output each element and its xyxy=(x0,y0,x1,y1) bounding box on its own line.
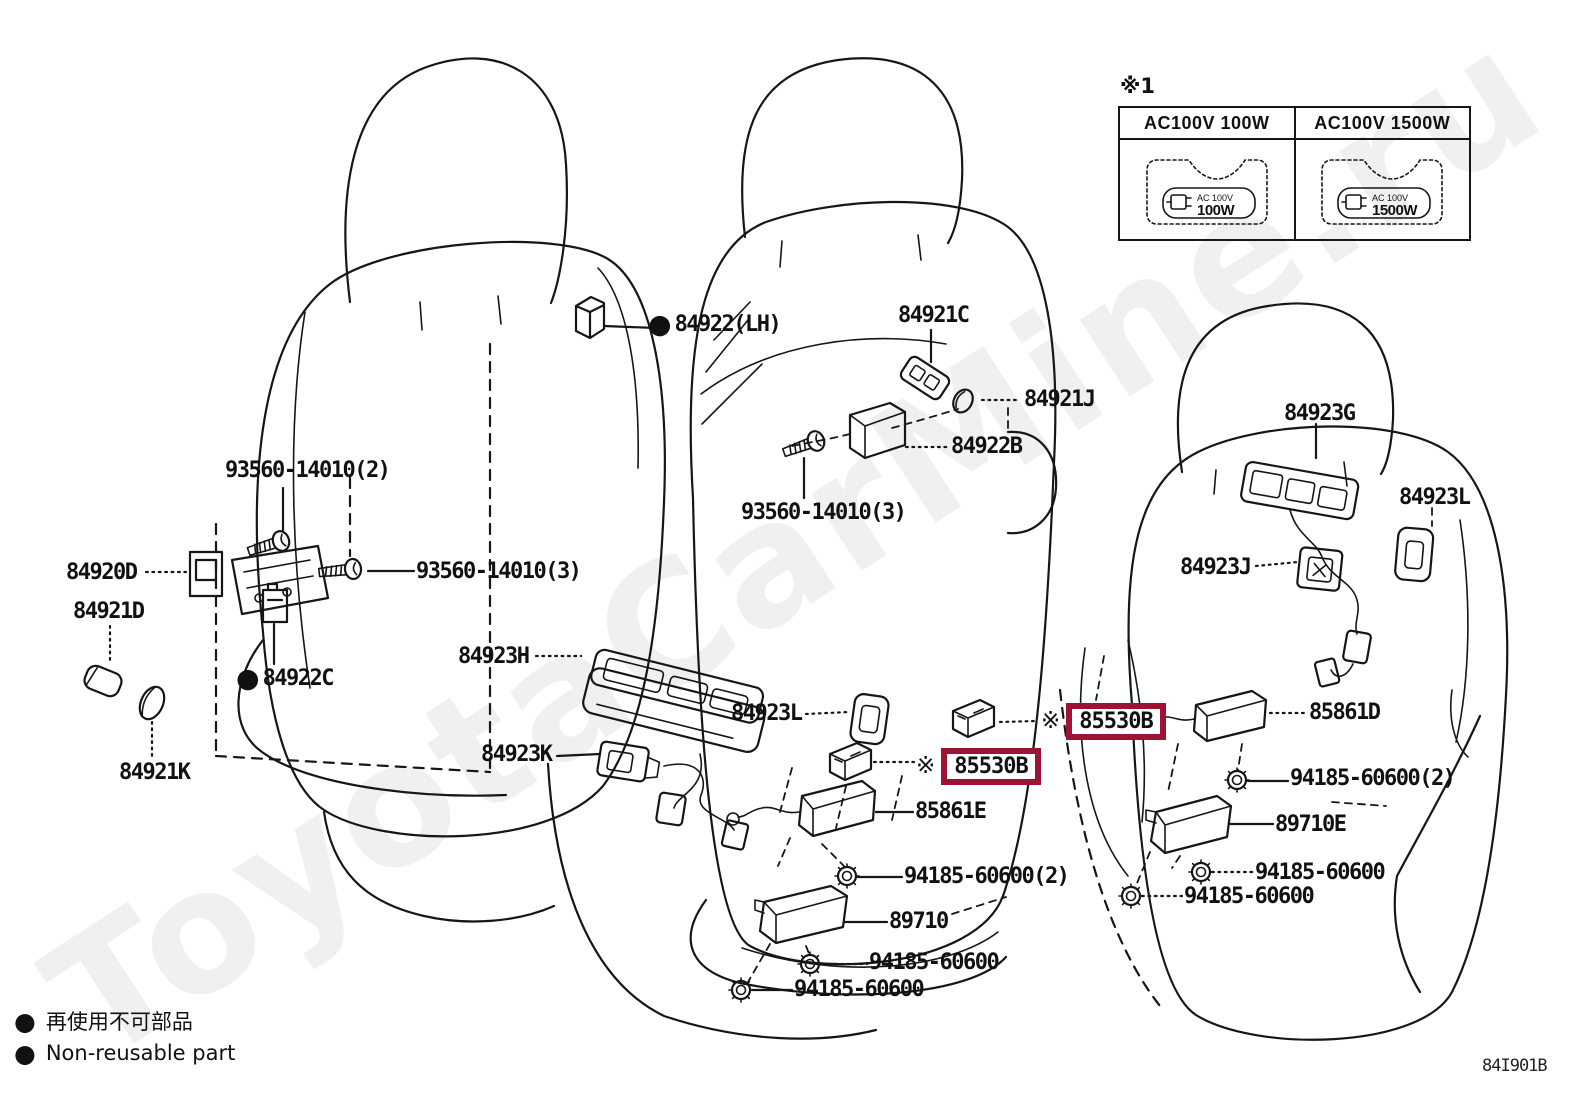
outlet-column-100w: AC100V 100W AC 100V 100W xyxy=(1120,108,1294,239)
legend-item-jp: ● 再使用不可部品 xyxy=(14,1005,235,1037)
connector-85530b-upper xyxy=(951,698,996,739)
ac-outlet-1500w-icon: AC 100V 1500W xyxy=(1321,158,1444,225)
part-label-84923g[interactable]: 84923G xyxy=(1284,401,1356,426)
column-header: AC100V 100W xyxy=(1120,108,1294,140)
leader-lines xyxy=(108,324,1433,992)
nut-icon xyxy=(1117,882,1145,910)
part-label-85861e[interactable]: 85861E xyxy=(915,799,987,824)
reference-mark: ※ xyxy=(916,753,936,780)
connector-85530b-lower xyxy=(828,741,873,782)
power-outlet-reference-table: AC100V 100W AC 100V 100W AC100V 1500W xyxy=(1118,106,1471,241)
seat-right-artwork xyxy=(1058,302,1509,1041)
part-number: 84922C xyxy=(262,666,335,691)
part-label-84921j[interactable]: 84921J xyxy=(1024,387,1096,412)
part-label-93560-14010-2[interactable]: 93560-14010(2) xyxy=(225,458,391,483)
reference-note-1: ※1 xyxy=(1120,74,1156,98)
legend-text-jp: 再使用不可部品 xyxy=(45,1010,193,1034)
sensor-85861e xyxy=(726,779,877,867)
part-label-84922b[interactable]: 84922B xyxy=(951,434,1023,459)
seat-center-artwork xyxy=(546,57,1179,1040)
svg-text:100W: 100W xyxy=(1197,202,1236,219)
svg-text:1500W: 1500W xyxy=(1372,202,1418,219)
svg-text:AC 100V: AC 100V xyxy=(1372,193,1408,203)
nut-icon xyxy=(1223,766,1251,794)
part-label-89710e[interactable]: 89710E xyxy=(1275,812,1347,837)
svg-text:AC 100V: AC 100V xyxy=(1197,193,1233,203)
seat-left-artwork xyxy=(214,57,666,923)
ac-outlet-100w-icon: AC 100V 100W xyxy=(1145,158,1268,225)
switch-84923j xyxy=(1296,546,1344,592)
part-label-94185-60600-center-1[interactable]: 94185-60600 xyxy=(869,950,1000,975)
clip-84922-lh xyxy=(574,295,606,340)
part-label-84923k[interactable]: 84923K xyxy=(481,742,553,767)
non-reusable-dot-icon: ● xyxy=(236,662,260,694)
highlighted-part-number: 85530B xyxy=(1066,703,1166,741)
part-label-94185-60600-center-2[interactable]: 94185-60600 xyxy=(794,977,925,1002)
part-label-93560-14010-3-left[interactable]: 93560-14010(3) xyxy=(416,559,582,584)
cover-84921d xyxy=(83,664,123,698)
nut-icon xyxy=(1187,858,1215,886)
part-label-94185-60600-right-2[interactable]: 94185-60600 xyxy=(1184,884,1315,909)
part-label-94185-60600-2-center[interactable]: 94185-60600(2) xyxy=(904,864,1070,889)
switch-bezel-84923l-center xyxy=(849,693,890,746)
part-label-84923h[interactable]: 84923H xyxy=(458,644,530,669)
part-label-84921k[interactable]: 84921K xyxy=(119,760,191,785)
part-label-84921c[interactable]: 84921C xyxy=(898,303,970,328)
part-label-84923j[interactable]: 84923J xyxy=(1180,555,1252,580)
highlighted-part-number: 85530B xyxy=(941,748,1041,786)
console-panel-84923h xyxy=(582,648,766,827)
grommet-84921j xyxy=(952,388,974,414)
diagram-code: 84I901B xyxy=(1482,1056,1548,1076)
part-number: 84922(LH) xyxy=(674,312,782,337)
outlet-column-1500w: AC100V 1500W AC 100V 1500W xyxy=(1293,108,1469,239)
console-panel-84923g xyxy=(1240,461,1372,688)
part-label-85861d[interactable]: 85861D xyxy=(1309,700,1381,725)
legend: ● 再使用不可部品 ● Non-reusable part xyxy=(14,1005,235,1069)
part-label-89710[interactable]: 89710 xyxy=(889,909,949,934)
highlighted-part-85530b-upper[interactable]: ※ 85530B xyxy=(1041,703,1166,741)
knob-84921k xyxy=(138,685,166,721)
part-label-94185-60600-2-right[interactable]: 94185-60600(2) xyxy=(1290,766,1456,791)
part-label-84920d[interactable]: 84920D xyxy=(66,560,138,585)
connector-84922c xyxy=(261,582,289,624)
legend-item-en: ● Non-reusable part xyxy=(14,1037,235,1069)
part-label-84922-lh[interactable]: ●84922(LH) xyxy=(648,308,782,340)
part-label-93560-14010-3-center[interactable]: 93560-14010(3) xyxy=(741,500,907,525)
computer-89710e xyxy=(1134,794,1233,889)
legend-text-en: Non-reusable part xyxy=(45,1041,236,1065)
bezel-84921c xyxy=(899,355,951,401)
part-label-94185-60600-right-1[interactable]: 94185-60600 xyxy=(1255,860,1386,885)
nut-icon xyxy=(727,976,755,1004)
part-label-84923l-center[interactable]: 84923L xyxy=(731,701,803,726)
reference-mark: ※ xyxy=(1041,708,1061,735)
part-label-84922c[interactable]: ●84922C xyxy=(236,662,335,694)
column-header: AC100V 1500W xyxy=(1295,108,1469,140)
part-label-84923l-right[interactable]: 84923L xyxy=(1399,485,1471,510)
nut-icon xyxy=(833,862,861,890)
non-reusable-dot-icon: ● xyxy=(14,1038,36,1068)
non-reusable-dot-icon: ● xyxy=(648,308,672,340)
computer-89710 xyxy=(747,884,849,983)
highlighted-part-85530b-lower[interactable]: ※ 85530B xyxy=(916,748,1041,786)
non-reusable-dot-icon: ● xyxy=(14,1006,36,1036)
part-label-84921d[interactable]: 84921D xyxy=(73,599,145,624)
switch-bezel-84923l-right xyxy=(1394,526,1435,583)
